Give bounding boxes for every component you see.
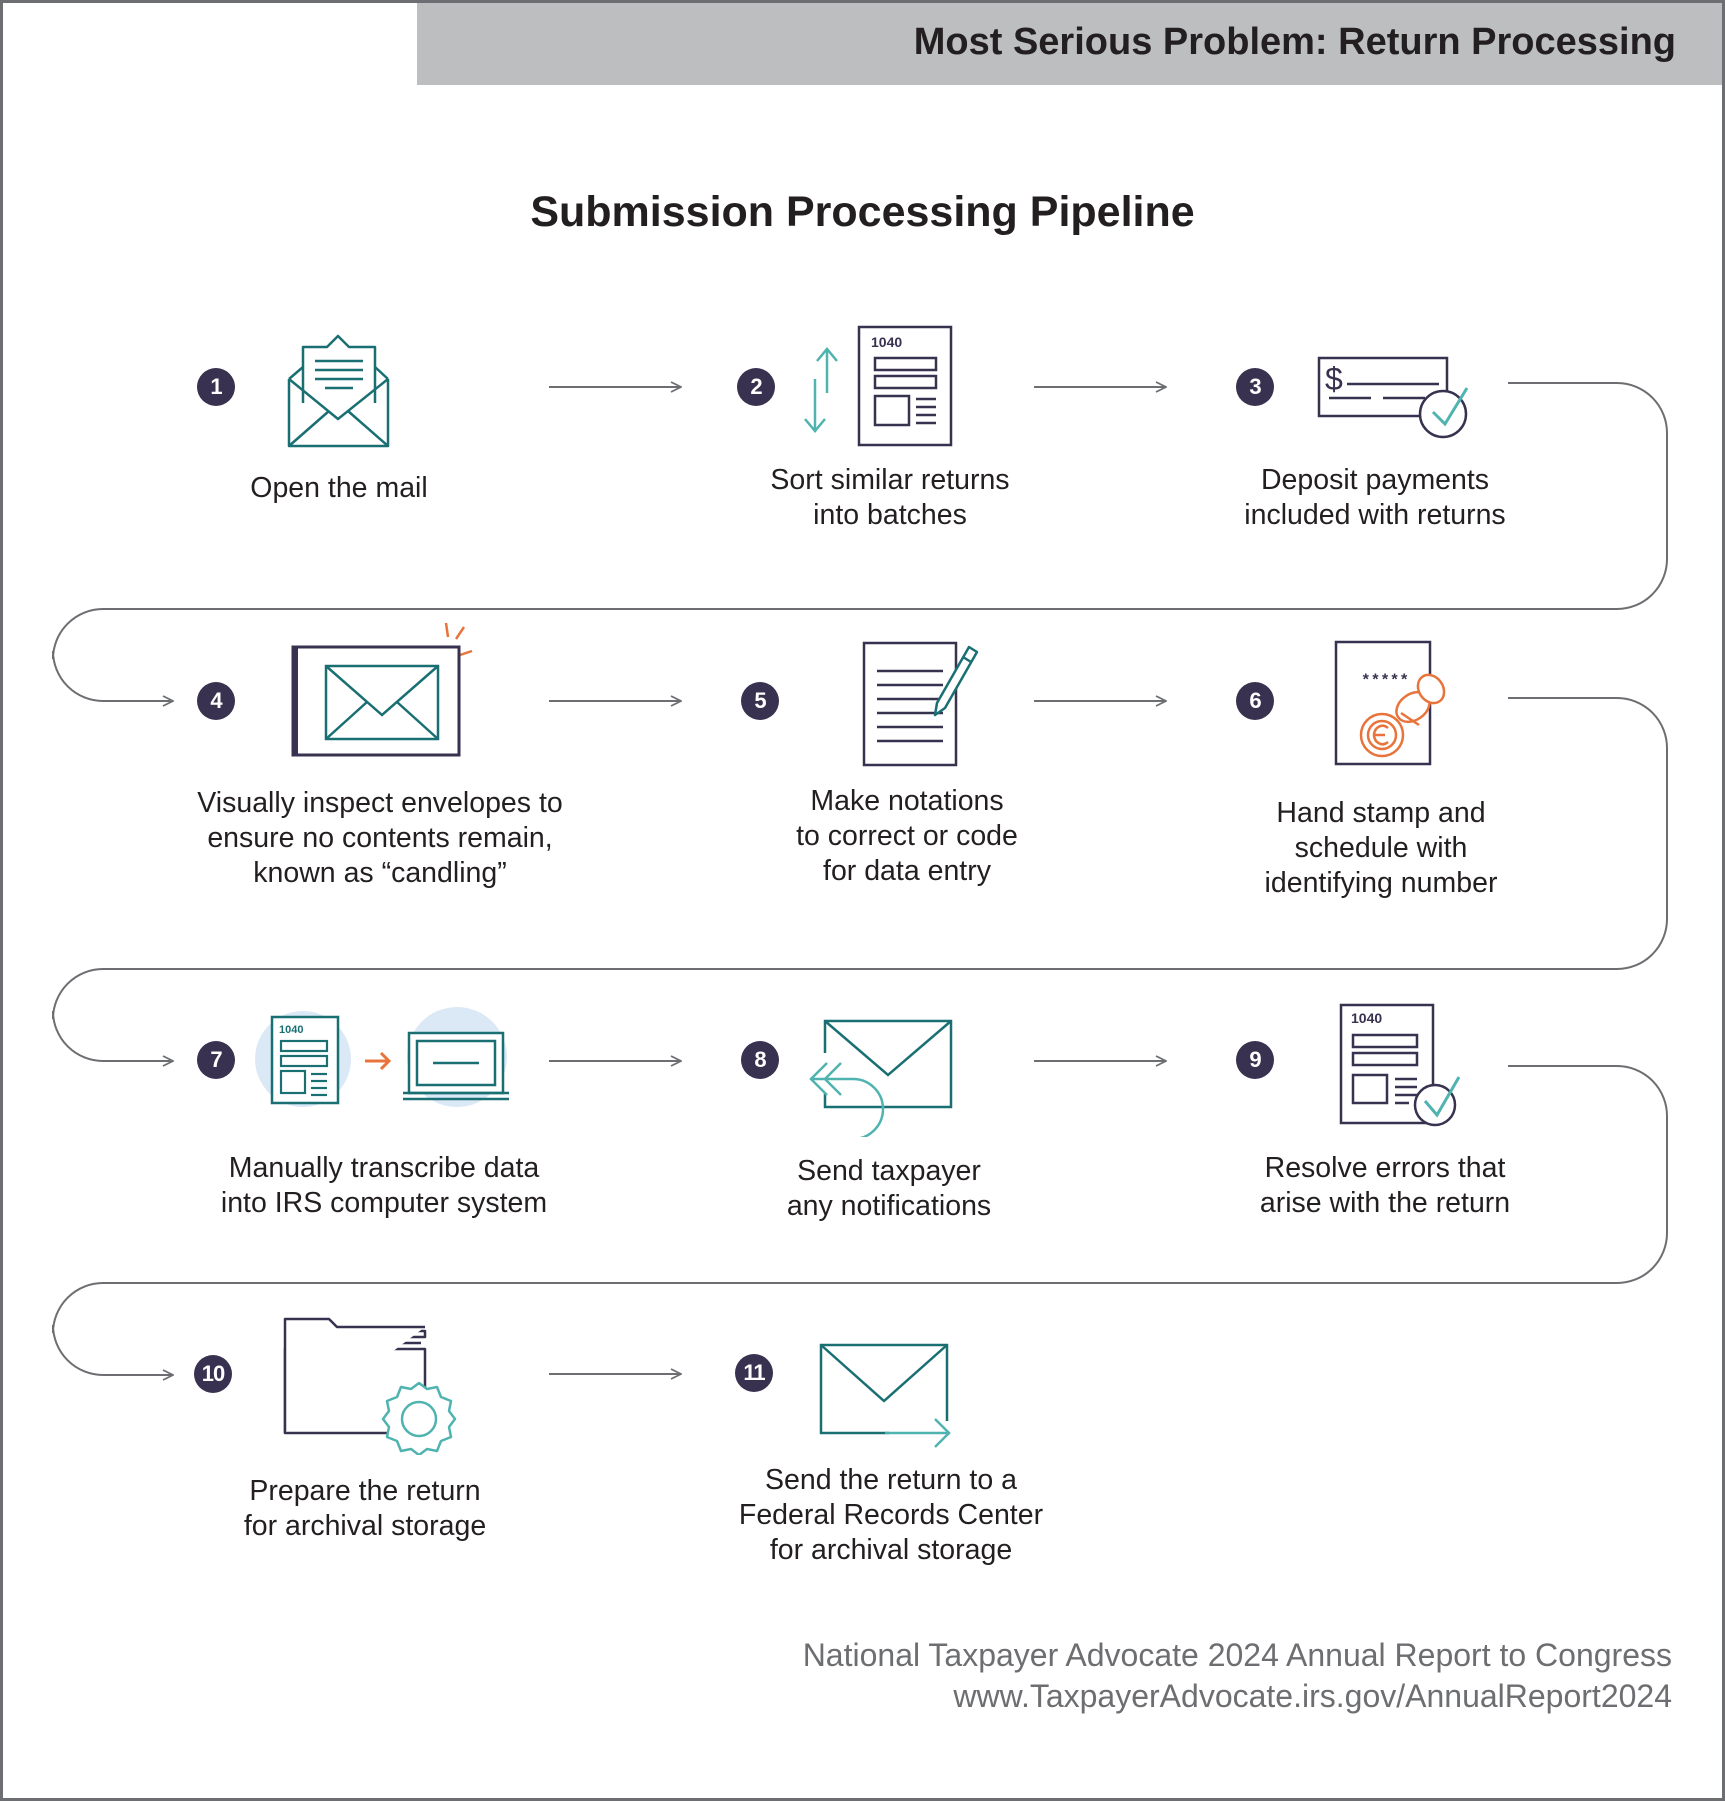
step-label-6: Hand stamp and schedule with identifying… [1264, 797, 1498, 899]
step-badge-9: 9 [1236, 1041, 1274, 1079]
stamp-text: ***** [1361, 672, 1409, 690]
diagram-title: Submission Processing Pipeline [530, 188, 1195, 236]
footer-credit: National Taxpayer Advocate 2024 Annual R… [803, 1635, 1672, 1717]
step-label-7: Manually transcribe data into IRS comput… [220, 1152, 548, 1219]
envelope-reply-icon [801, 1019, 953, 1137]
document-pen-icon [862, 641, 979, 767]
step-label-8: Send taxpayer any notifications [786, 1155, 992, 1222]
step-badge-3: 3 [1236, 368, 1274, 406]
step-label-5: Make notations to correct or code for da… [796, 785, 1018, 887]
open-envelope-letter-icon [287, 334, 390, 448]
step-badge-2: 2 [737, 368, 775, 406]
step-badge-5: 5 [741, 682, 779, 720]
step-label-11: Send the return to a Federal Records Cen… [738, 1464, 1044, 1566]
step-badge-11: 11 [735, 1354, 773, 1392]
step-label-1: Open the mail [250, 472, 428, 504]
header-title: Most Serious Problem: Return Processing [913, 21, 1676, 63]
step-badge-6: 6 [1236, 682, 1274, 720]
step-badge-8: 8 [741, 1041, 779, 1079]
step-label-4: Visually inspect envelopes to ensure no … [197, 787, 563, 889]
form-label: 1040 [279, 1024, 303, 1036]
connector-row1-row2 [52, 382, 1668, 701]
form-label: 1040 [871, 334, 902, 350]
envelope-send-icon [819, 1343, 953, 1448]
step-label-9: Resolve errors that arise with the retur… [1259, 1152, 1511, 1219]
footer-report-title: National Taxpayer Advocate 2024 Annual R… [802, 1637, 1672, 1673]
header-bar: Most Serious Problem: Return Processing [417, 3, 1722, 85]
form-label: 1040 [1351, 1010, 1382, 1026]
connector-row2-row3 [52, 697, 1668, 1061]
form-1040-sort-icon: 1040 [804, 325, 953, 447]
stamp-document-icon: ***** [1334, 640, 1446, 766]
step-badge-7: 7 [197, 1041, 235, 1079]
step-label-10: Prepare the return for archival storage [243, 1475, 487, 1542]
svg-text:$: $ [1325, 361, 1343, 397]
check-payment-icon: $ [1317, 356, 1469, 439]
step-label-2: Sort similar returns into batches [770, 464, 1010, 531]
step-badge-10: 10 [194, 1355, 232, 1393]
folder-gear-icon [283, 1317, 457, 1455]
form-to-laptop-icon: 1040 [255, 1007, 509, 1107]
step-badge-4: 4 [197, 682, 235, 720]
flow-connectors [52, 3, 1668, 1798]
step-badge-1: 1 [197, 368, 235, 406]
envelope-candling-icon [291, 622, 473, 757]
form-1040-check-icon: 1040 [1339, 1003, 1461, 1127]
step-label-3: Deposit payments included with returns [1244, 464, 1506, 531]
footer-url: www.TaxpayerAdvocate.irs.gov/AnnualRepor… [953, 1678, 1672, 1714]
connector-row3-row4 [52, 1065, 1668, 1375]
